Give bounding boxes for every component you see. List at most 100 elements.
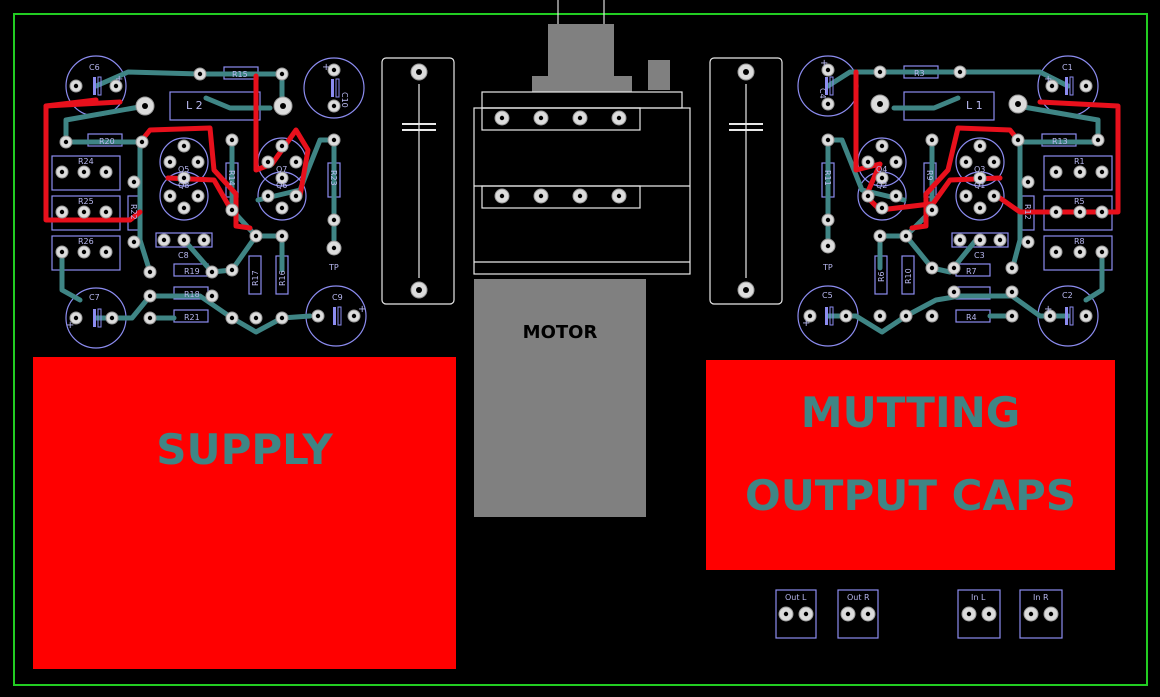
- label-c8: C8: [178, 251, 189, 260]
- pad-hole: [73, 83, 79, 89]
- board-outline: [13, 13, 1148, 686]
- label-r3: R3: [914, 69, 925, 78]
- label-r21: R21: [184, 313, 200, 322]
- pad-hole: [877, 69, 883, 75]
- svg-text:+: +: [1044, 304, 1052, 315]
- pad-hole: [147, 315, 153, 321]
- cap-plate: [335, 78, 340, 98]
- pad-hole: [181, 175, 187, 181]
- pad-hole: [195, 193, 201, 199]
- mutting-block: MUTTING OUTPUT CAPS: [706, 360, 1115, 570]
- pad-hole: [139, 139, 145, 145]
- pad-hole: [253, 233, 259, 239]
- label-r4: R4: [966, 313, 977, 322]
- pad-hole: [807, 313, 813, 319]
- cap-plate: [825, 307, 828, 325]
- label-tp-right: TP: [822, 263, 833, 272]
- pad-hole: [331, 137, 337, 143]
- label-q7: Q7: [276, 165, 287, 174]
- label-q3: Q3: [974, 165, 985, 174]
- cap-plate: [337, 306, 342, 326]
- pad-hole: [825, 101, 831, 107]
- cap-plate: [97, 308, 102, 328]
- pad-hole: [331, 217, 337, 223]
- pad-hole: [331, 67, 337, 73]
- pad-hole: [279, 143, 285, 149]
- pad-hole: [865, 611, 871, 617]
- pad-hole: [1083, 83, 1089, 89]
- pad-hole: [1009, 265, 1015, 271]
- pad-hole: [977, 237, 983, 243]
- pad-hole: [131, 179, 137, 185]
- cap-plate: [1069, 76, 1074, 96]
- pad-hole: [903, 313, 909, 319]
- svg-text:+: +: [115, 74, 123, 85]
- pad-hole: [59, 209, 65, 215]
- pad-hole: [1099, 209, 1105, 215]
- pad-hole: [147, 269, 153, 275]
- pad-hole: [167, 159, 173, 165]
- pad-hole: [1025, 239, 1031, 245]
- pad-hole: [181, 143, 187, 149]
- pad-hole: [538, 115, 544, 121]
- cap-plate: [331, 79, 334, 97]
- pad-hole: [957, 69, 963, 75]
- pad-hole: [616, 193, 622, 199]
- label-r16: R16: [278, 270, 287, 286]
- label-r26: R26: [78, 237, 94, 246]
- label-c1: C1: [1062, 63, 1073, 72]
- label-r8: R8: [1074, 237, 1085, 246]
- connector-label-in-r: In R: [1033, 593, 1049, 602]
- pad-hole: [929, 207, 935, 213]
- label-r10: R10: [904, 268, 913, 284]
- connector-label-out-l: Out L: [785, 593, 807, 602]
- label-c6: C6: [89, 63, 100, 72]
- pad-hole: [81, 249, 87, 255]
- pad-hole: [1099, 249, 1105, 255]
- pad-hole: [877, 233, 883, 239]
- connector-out-r[interactable]: [837, 589, 879, 639]
- pad-hole: [865, 159, 871, 165]
- pad-hole: [997, 237, 1003, 243]
- pad-hole: [1048, 611, 1054, 617]
- pad-hole: [253, 315, 259, 321]
- pad-hole: [279, 71, 285, 77]
- cap-plate: [97, 76, 102, 96]
- pad-hole: [331, 103, 337, 109]
- pad-hole: [265, 159, 271, 165]
- pad-hole: [1009, 289, 1015, 295]
- pad-hole: [331, 245, 337, 251]
- pad-hole: [229, 137, 235, 143]
- pad-hole: [1053, 209, 1059, 215]
- label-r7: R7: [966, 267, 977, 276]
- connector-in-r[interactable]: [1019, 589, 1063, 639]
- label-r14: R14: [227, 170, 236, 186]
- label-q5: Q5: [178, 165, 189, 174]
- svg-text:+: +: [358, 304, 366, 315]
- pad-hole: [279, 315, 285, 321]
- pad-hole: [1049, 83, 1055, 89]
- pad-hole: [59, 169, 65, 175]
- label-r12: R12: [1023, 204, 1032, 220]
- motor-block: MOTOR: [474, 279, 646, 517]
- pad-hole: [879, 143, 885, 149]
- label-r17: R17: [251, 270, 260, 286]
- label-q8: Q8: [178, 181, 189, 190]
- pad-hole: [499, 193, 505, 199]
- pad-hole: [315, 313, 321, 319]
- pad-hole: [783, 611, 789, 617]
- motor-label: MOTOR: [522, 321, 598, 343]
- pad-hole: [279, 175, 285, 181]
- connector-out-l[interactable]: [775, 589, 817, 639]
- pad-hole: [147, 293, 153, 299]
- label-c9: C9: [332, 293, 343, 302]
- pad-hole: [1083, 313, 1089, 319]
- pad-hole: [845, 611, 851, 617]
- pad-hole: [293, 193, 299, 199]
- svg-text:+: +: [322, 62, 330, 73]
- pad-hole: [986, 611, 992, 617]
- connector-in-l[interactable]: [957, 589, 1001, 639]
- label-r24: R24: [78, 157, 94, 166]
- cap-plate: [1065, 307, 1068, 325]
- label-q2: Q2: [876, 181, 887, 190]
